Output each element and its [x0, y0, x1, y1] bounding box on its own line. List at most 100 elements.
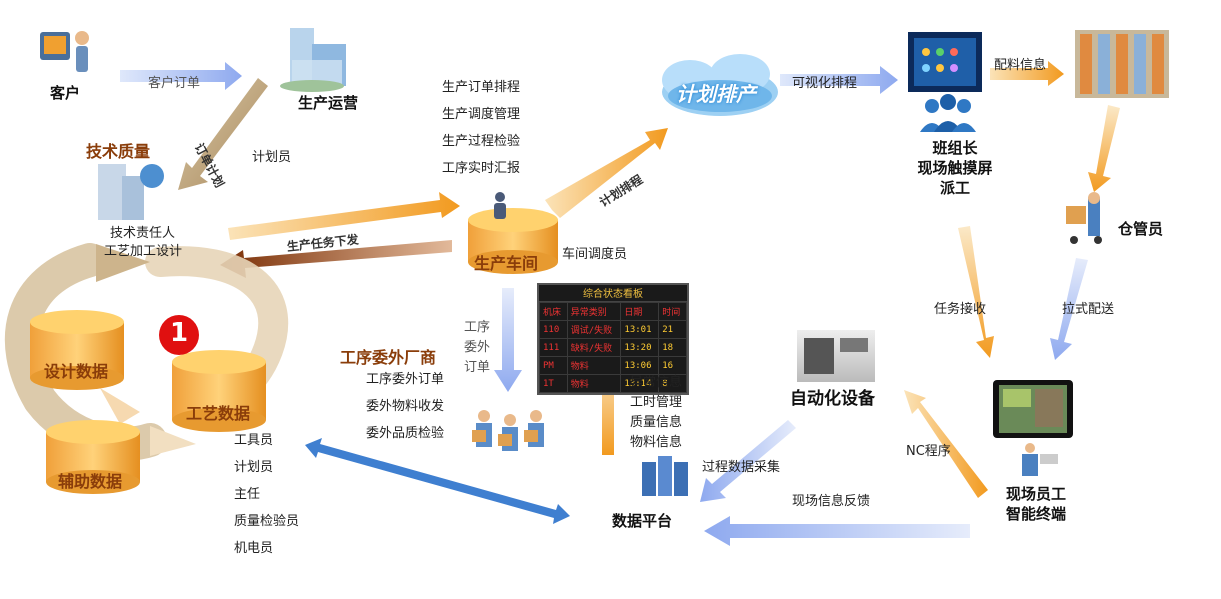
tech-quality-label: 技术质量 — [86, 142, 151, 161]
team-leader-line: 班组长 — [932, 139, 978, 157]
board-cell: 物料 — [566, 374, 622, 393]
workshop-cylinder — [468, 208, 558, 274]
role-item: 机电员 — [234, 541, 274, 556]
platform-up-arrow — [594, 356, 622, 455]
plan-schedule-arrow — [545, 128, 668, 218]
outsource-order-label: 工序 委外 订单 — [464, 318, 490, 378]
worker-terminal-line: 智能终端 — [1006, 505, 1067, 523]
nc-program-arrow — [904, 390, 988, 498]
board-cell: PM — [539, 356, 568, 375]
workshop-item: 生产调度管理 — [442, 107, 521, 122]
customer-order-arrow — [120, 62, 242, 90]
team-leader-label: 班组长 现场触摸屏 派工 — [908, 138, 1002, 198]
order-plan-arrow — [178, 78, 268, 190]
cnc-machine-image — [797, 330, 875, 382]
board-cell: 13:14 — [620, 374, 660, 393]
step-badge-number: 1 — [169, 318, 189, 348]
tablet-icon — [993, 380, 1073, 438]
warehouse-down-arrow — [1088, 105, 1120, 192]
board-cell: 13:20 — [620, 338, 660, 357]
customer-label: 客户 — [50, 84, 81, 102]
role-item: 主任 — [234, 487, 261, 502]
field-feedback-label: 现场信息反馈 — [792, 494, 871, 509]
status-board: 综合状态看板 机床 异常类别 日期 时间 110 调试/失败 13:01 21 … — [537, 283, 689, 395]
outsource-items: 工序委外订单 委外物料收发 委外品质检验 — [366, 366, 444, 447]
role-item: 计划员 — [234, 460, 274, 475]
warehouse-label: 仓管员 — [1118, 220, 1164, 238]
server-icon — [642, 456, 688, 496]
platform-info-item: 异常信息 — [630, 375, 683, 390]
workshop-items: 生产订单排程 生产调度管理 生产过程检验 工序实时汇报 — [442, 74, 520, 182]
task-receive-arrow — [958, 226, 994, 358]
workshop-item: 工序实时汇报 — [442, 161, 521, 176]
outsource-item: 委外品质检验 — [366, 426, 445, 441]
field-feedback-arrow — [704, 516, 970, 546]
role-item: 工具员 — [234, 433, 274, 448]
platform-info-item: 质量信息 — [630, 415, 683, 430]
planning-cloud-icon — [662, 54, 778, 116]
tech-to-workshop-arrow — [228, 192, 460, 240]
board-cell: 110 — [539, 320, 568, 339]
planning-cloud-label: 计划排产 — [676, 82, 756, 106]
workshop-person-icon — [494, 192, 506, 219]
nc-program-label: NC程序 — [906, 444, 951, 459]
cylinder-design — [30, 310, 124, 390]
cylinder-process — [172, 350, 266, 432]
cycle-ring-head-bottom — [150, 426, 196, 456]
team-users-icon — [920, 94, 976, 132]
board-cell: 1T — [539, 374, 568, 393]
board-cell: 8 — [658, 374, 687, 393]
board-head: 机床 — [539, 302, 568, 321]
customer-order-label: 客户订单 — [148, 76, 201, 91]
visual-schedule-arrow — [780, 66, 898, 94]
platform-info-item: 工时管理 — [630, 395, 683, 410]
outsource-order-line: 工序 — [464, 320, 491, 335]
workshop-item: 生产过程检验 — [442, 134, 521, 149]
role-item: 质量检验员 — [234, 514, 300, 529]
board-cell: 111 — [539, 338, 568, 357]
status-board-table: 机床 异常类别 日期 时间 110 调试/失败 13:01 21 111 缺料/… — [539, 302, 687, 393]
planner-label: 计划员 — [252, 150, 292, 165]
board-head: 异常类别 — [566, 302, 622, 321]
board-cell: 16 — [658, 356, 687, 375]
forklift-icon — [1066, 192, 1102, 244]
platform-info-item: 物料信息 — [630, 435, 683, 450]
process-data-label: 工艺数据 — [186, 404, 251, 423]
cylinder-aux — [46, 420, 140, 494]
status-board-title: 综合状态看板 — [539, 285, 687, 302]
outsource-order-line: 订单 — [464, 360, 491, 375]
data-platform-label: 数据平台 — [612, 512, 673, 530]
touchscreen-icon — [908, 32, 982, 92]
board-cell: 物料 — [566, 356, 622, 375]
team-leader-line: 派工 — [939, 179, 970, 197]
pull-delivery-label: 拉式配送 — [1062, 302, 1115, 317]
aux-data-label: 辅助数据 — [58, 472, 123, 491]
cycle-ring-inner — [100, 388, 140, 424]
warehouse-image — [1075, 30, 1169, 98]
material-info-arrow — [990, 61, 1064, 86]
team-leader-line: 现场触摸屏 — [917, 159, 993, 177]
platform-info-list: 异常信息 工时管理 质量信息 物料信息 — [630, 373, 682, 453]
roles-list: 工具员 计划员 主任 质量检验员 机电员 — [234, 427, 299, 562]
design-data-label: 设计数据 — [44, 362, 109, 381]
visual-schedule-label: 可视化排程 — [792, 76, 858, 91]
step-badge — [159, 315, 199, 355]
workshop-item: 生产订单排程 — [442, 80, 521, 95]
board-cell: 13:01 — [620, 320, 660, 339]
outsource-workers-icon — [472, 410, 544, 451]
worker-terminal-label: 现场员工 智能终端 — [1006, 484, 1066, 524]
outsource-order-line: 委外 — [464, 340, 491, 355]
worker-terminal-line: 现场员工 — [1006, 485, 1067, 503]
tech-role-2: 工艺加工设计 — [104, 244, 183, 259]
outsource-item: 工序委外订单 — [366, 372, 445, 387]
production-ops-label: 生产运营 — [298, 94, 359, 112]
material-info-label: 配料信息 — [994, 58, 1047, 73]
pull-delivery-arrow — [1050, 258, 1088, 360]
board-cell: 缺料/失败 — [566, 338, 622, 357]
outsource-item: 委外物料收发 — [366, 399, 445, 414]
cycle-ring-head-top — [96, 244, 150, 282]
process-collect-arrow — [700, 420, 796, 502]
board-cell: 13:06 — [620, 356, 660, 375]
building-icon — [280, 28, 346, 92]
